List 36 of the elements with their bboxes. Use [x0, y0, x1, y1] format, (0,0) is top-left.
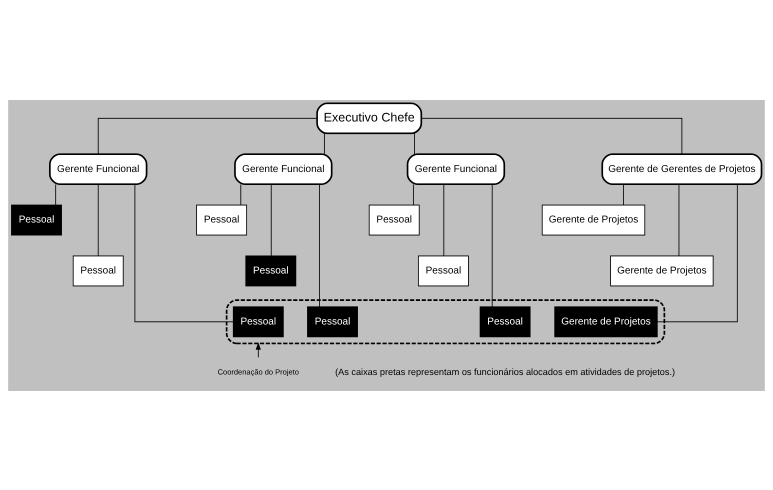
node-box: Executivo Chefe [316, 102, 422, 134]
node-box: Pessoal [11, 204, 62, 235]
connector [421, 117, 682, 154]
connector [240, 184, 242, 205]
node-box: Pessoal [307, 306, 358, 337]
node-box: Gerente Funcional [406, 152, 506, 185]
label: (As caixas pretas representam os funcionários alocados em atividades de projetos.) [335, 366, 676, 376]
connector [492, 183, 493, 307]
node-box: Pessoal [72, 255, 124, 286]
node-box: Pessoal [196, 204, 248, 235]
cluster [226, 298, 666, 344]
node-box: Gerente de Projetos [610, 255, 714, 286]
node-box: Pessoal [232, 306, 284, 337]
connector [319, 183, 320, 307]
node-box: Pessoal [418, 255, 469, 286]
node-box: Gerente de Gerentes de Projetos [601, 152, 762, 185]
connector [98, 117, 318, 154]
node-box: Pessoal [480, 306, 531, 337]
node-box: Gerente de Projetos [554, 306, 658, 337]
connector [678, 183, 680, 256]
connector [657, 183, 738, 322]
connector [623, 184, 624, 205]
connector [324, 132, 325, 154]
node-box: Gerente de Projetos [542, 204, 646, 235]
connector [55, 184, 56, 205]
node-box: Gerente Funcional [49, 152, 148, 185]
connector [270, 183, 272, 256]
node-box: Pessoal [368, 204, 420, 235]
node-box: Pessoal [245, 255, 296, 286]
connector [443, 183, 444, 256]
connector [134, 183, 234, 322]
connector [412, 184, 414, 205]
connector [98, 183, 99, 256]
node-text: Coordenação do Projeto [218, 366, 299, 376]
node-box: Gerente Funcional [234, 152, 332, 185]
connector [414, 132, 415, 154]
